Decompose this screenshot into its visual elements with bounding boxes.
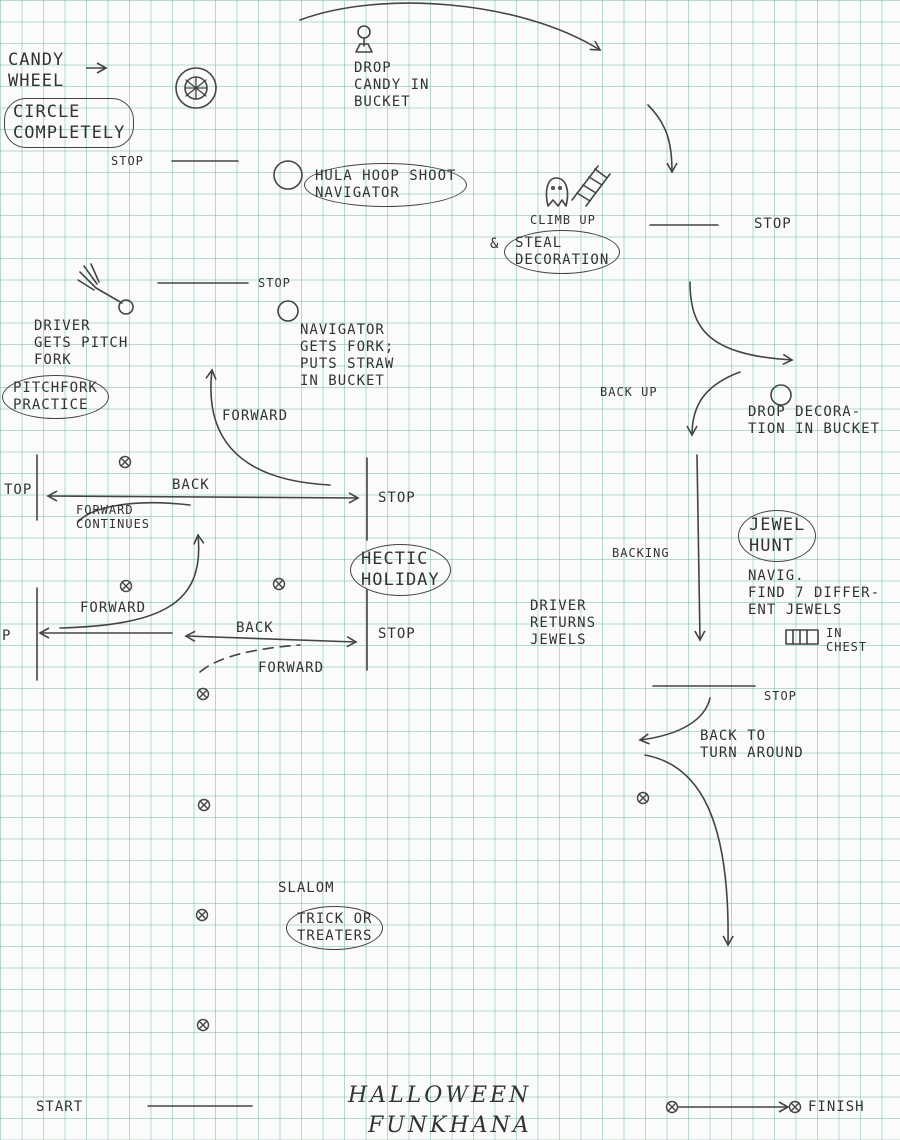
back-label-upper: BACK: [172, 477, 210, 493]
hula-hoop-label: HULA HOOP SHOOT NAVIGATOR: [304, 163, 468, 207]
jewel-task-label: NAVIG. FIND 7 DIFFER- ENT JEWELS: [748, 568, 881, 618]
candy-bucket-icon: [355, 25, 373, 53]
back-to-turn-arrow: [638, 697, 711, 745]
ladder-icon: [571, 165, 611, 207]
forward-continues-arrow: [77, 501, 191, 523]
hula-hoop-circle: [273, 160, 303, 190]
climb-up-label: CLIMB UP: [530, 213, 596, 227]
title-line1: HALLOWEEN: [348, 1083, 532, 1108]
decoration-bucket-circle: [770, 384, 792, 406]
stop-right-top: STOP: [378, 490, 416, 506]
cone-marker: [272, 577, 286, 591]
forward-label-upper: FORWARD: [222, 408, 289, 424]
cone-marker: [665, 1100, 679, 1114]
cone-marker: [197, 798, 211, 812]
back-up-label: BACK UP: [600, 385, 658, 399]
cone-marker: [788, 1100, 802, 1114]
forward-label-lower-left: FORWARD: [80, 600, 147, 616]
backing-arrow: [694, 454, 706, 642]
candy-wheel-task: CIRCLE COMPLETELY: [4, 98, 135, 148]
cone-marker: [118, 455, 132, 469]
forward-label-dashed: FORWARD: [258, 660, 325, 676]
candy-wheel-outer: [175, 67, 217, 109]
cone-marker: [196, 1018, 210, 1032]
hectic-holiday-label: HECTIC HOLIDAY: [350, 544, 451, 596]
candy-wheel-label: CANDY WHEEL: [8, 50, 65, 91]
jewel-hunt-label: JEWEL HUNT: [738, 510, 817, 562]
candy-wheel-arrow: [86, 62, 108, 74]
drop-candy-label: DROP CANDY IN BUCKET: [354, 60, 430, 110]
trick-or-treaters-label: TRICK OR TREATERS: [286, 906, 384, 950]
back-arrow-upper: [46, 490, 360, 504]
candy-wheel-spokes: [184, 76, 208, 100]
driver-returns-label: DRIVER RETURNS JEWELS: [530, 598, 597, 648]
stop-pitchfork: STOP: [258, 276, 291, 290]
title-line2: FUNKHANA: [368, 1113, 532, 1138]
forward-arrow-upper: [205, 368, 331, 486]
navigator-circle: [277, 300, 299, 322]
stop-climb: STOP: [754, 216, 792, 232]
stop-left-bottom: P: [2, 628, 12, 644]
cone-markers: [118, 455, 802, 1114]
pitchfork-grip-circle: [118, 299, 134, 315]
ghost-icon: [545, 177, 569, 207]
stop-jewels: STOP: [764, 689, 797, 703]
navigator-fork-label: NAVIGATOR GETS FORK; PUTS STRAW IN BUCKE…: [300, 322, 395, 389]
ampersand-label: &: [490, 236, 500, 252]
stop-right-bottom: STOP: [378, 626, 416, 642]
cone-marker: [196, 687, 210, 701]
course-arrow-turn-decoration: [689, 281, 794, 366]
pitchfork-icon: [77, 263, 123, 304]
forward-arrow-lower: [59, 533, 205, 629]
back-label-lower: BACK: [236, 620, 274, 636]
back-arrow-lower: [184, 630, 358, 648]
back-up-arrow: [686, 371, 741, 437]
course-arrow-finish-run: [644, 754, 734, 947]
forward-continues-label: FORWARD CONTINUES: [76, 503, 151, 531]
chest-icon: [785, 629, 819, 645]
cone-marker: [636, 791, 650, 805]
back-to-turn-label: BACK TO TURN AROUND: [700, 728, 804, 761]
pitchfork-practice-label: PITCHFORK PRACTICE: [2, 375, 109, 419]
stop-left-top: TOP: [4, 482, 33, 498]
in-chest-label: IN CHEST: [826, 626, 868, 654]
start-label: START: [36, 1099, 84, 1115]
cone-marker: [195, 908, 209, 922]
driver-gets-fork-label: DRIVER GETS PITCH FORK: [34, 318, 129, 368]
drop-decoration-label: DROP DECORA- TION IN BUCKET: [748, 404, 881, 437]
steal-decoration-label: STEAL DECORATION: [504, 230, 621, 274]
finish-label: FINISH: [808, 1099, 865, 1115]
backing-label: BACKING: [612, 546, 670, 560]
stop-candy: STOP: [111, 154, 144, 168]
course-arrow-right-top: [647, 104, 678, 174]
course-arrow-top: [299, 2, 602, 51]
forward-dashed-arrow: [199, 644, 301, 673]
slalom-label: SLALOM: [278, 880, 335, 896]
cone-marker: [119, 579, 133, 593]
